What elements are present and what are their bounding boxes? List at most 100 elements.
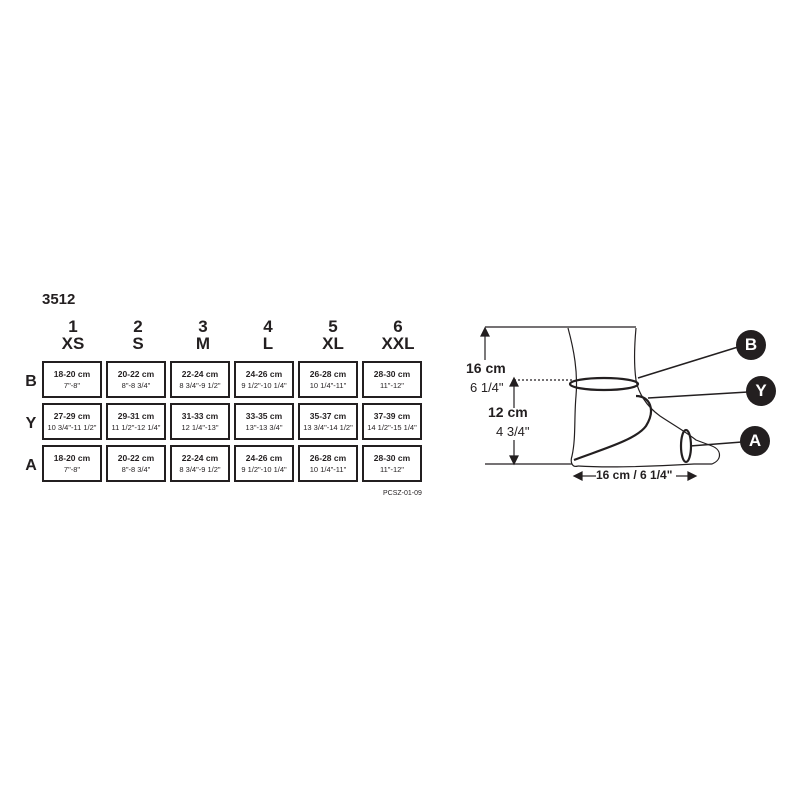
cell-inches: 14 1/2"-15 1/4" <box>367 422 417 432</box>
cell-inches: 10 1/4"-11" <box>309 464 347 474</box>
leader-b <box>637 346 739 379</box>
leg-outline <box>567 327 579 467</box>
cell-inches: 9 1/2"-10 1/4" <box>241 464 287 474</box>
middle-arrow-top <box>509 376 519 387</box>
callout-y: Y <box>746 376 776 406</box>
upper-arrow-top <box>480 326 490 337</box>
foot-ring-a <box>679 428 693 464</box>
row-label-b: B <box>25 372 37 390</box>
leader-y <box>647 391 749 399</box>
callout-a: A <box>740 426 770 456</box>
cell-cm: 37-39 cm <box>373 410 411 421</box>
cell-cm: 29-31 cm <box>117 410 155 421</box>
size-label: XXL <box>381 334 415 353</box>
size-header-3: 3 M <box>172 318 234 352</box>
cell-cm: 26-28 cm <box>309 368 347 379</box>
cell-cm: 20-22 cm <box>117 452 155 463</box>
size-header-2: 2 S <box>107 318 169 352</box>
cell-inches: 7"-8" <box>63 380 81 390</box>
cell-inches: 8"-8 3/4" <box>121 464 151 474</box>
foot-illustration <box>480 326 749 481</box>
cell-inches: 7"-8" <box>63 464 81 474</box>
product-code: 3512 <box>42 291 76 308</box>
cell-inches: 9 1/2"-10 1/4" <box>241 380 287 390</box>
cell-cm: 18-20 cm <box>53 452 91 463</box>
cell-inches: 12 1/4"-13" <box>181 422 219 432</box>
cell-cm: 27-29 cm <box>53 410 91 421</box>
cell-inches: 8 3/4"-9 1/2" <box>179 380 221 390</box>
cell-cm: 31-33 cm <box>181 410 219 421</box>
lower-height-cm: 12 cm <box>488 404 528 420</box>
foot-length: 16 cm / 6 1/4" <box>596 468 673 482</box>
cell-inches: 13 3/4"-14 1/2" <box>303 422 353 432</box>
size-label: XS <box>61 334 85 353</box>
size-header-6: 6 XXL <box>367 318 429 352</box>
foot-arrow-right <box>687 471 698 481</box>
heel-loop-y <box>573 394 653 462</box>
cell-cm: 26-28 cm <box>309 452 347 463</box>
size-number: 5 <box>328 317 338 336</box>
size-number: 2 <box>133 317 143 336</box>
size-number: 3 <box>198 317 208 336</box>
size-header-5: 5 XL <box>302 318 364 352</box>
lower-height-in: 4 3/4" <box>496 424 530 439</box>
cell-cm: 33-35 cm <box>245 410 283 421</box>
size-label: S <box>132 334 144 353</box>
cell-cm: 28-30 cm <box>373 368 411 379</box>
cell-inches: 13"-13 3/4" <box>245 422 283 432</box>
cell-cm: 35-37 cm <box>309 410 347 421</box>
chart-code: PCSZ-01-09 <box>383 490 422 497</box>
cell-inches: 8"-8 3/4" <box>121 380 151 390</box>
cell-cm: 24-26 cm <box>245 368 283 379</box>
size-number: 1 <box>68 317 78 336</box>
cell-cm: 28-30 cm <box>373 452 411 463</box>
row-label-y: Y <box>25 414 37 432</box>
cell-inches: 8 3/4"-9 1/2" <box>179 464 221 474</box>
lower-arrow-bottom <box>509 455 519 466</box>
leader-a <box>689 441 743 447</box>
cell-inches: 10 3/4"-11 1/2" <box>47 422 97 432</box>
size-label: M <box>195 334 211 353</box>
upper-height-cm: 16 cm <box>466 360 506 376</box>
size-label: L <box>262 334 274 353</box>
size-header-4: 4 L <box>237 318 299 352</box>
cell-inches: 11"-12" <box>380 380 404 390</box>
size-label: XL <box>322 334 344 353</box>
size-header-row: 1 XS 2 S 3 M 4 L 5 XL 6 XXL <box>42 318 430 352</box>
callout-b: B <box>736 330 766 360</box>
cell-cm: 20-22 cm <box>117 368 155 379</box>
cell-cm: 18-20 cm <box>53 368 91 379</box>
row-label-a: A <box>25 456 37 474</box>
size-number: 6 <box>393 317 403 336</box>
cell-cm: 24-26 cm <box>245 452 283 463</box>
upper-height-in: 6 1/4" <box>470 380 504 395</box>
row-labels: B Y A <box>22 362 40 488</box>
foot-diagram: 16 cm 6 1/4" 12 cm 4 3/4" 16 cm / 6 1/4"… <box>450 300 790 500</box>
size-header-1: 1 XS <box>42 318 104 352</box>
ankle-ring-b <box>568 376 640 392</box>
cell-cm: 22-24 cm <box>181 368 219 379</box>
cell-inches: 11"-12" <box>380 464 404 474</box>
foot-arrow-left <box>572 471 583 481</box>
size-number: 4 <box>263 317 273 336</box>
cell-inches: 10 1/4"-11" <box>309 380 347 390</box>
cell-cm: 22-24 cm <box>181 452 219 463</box>
